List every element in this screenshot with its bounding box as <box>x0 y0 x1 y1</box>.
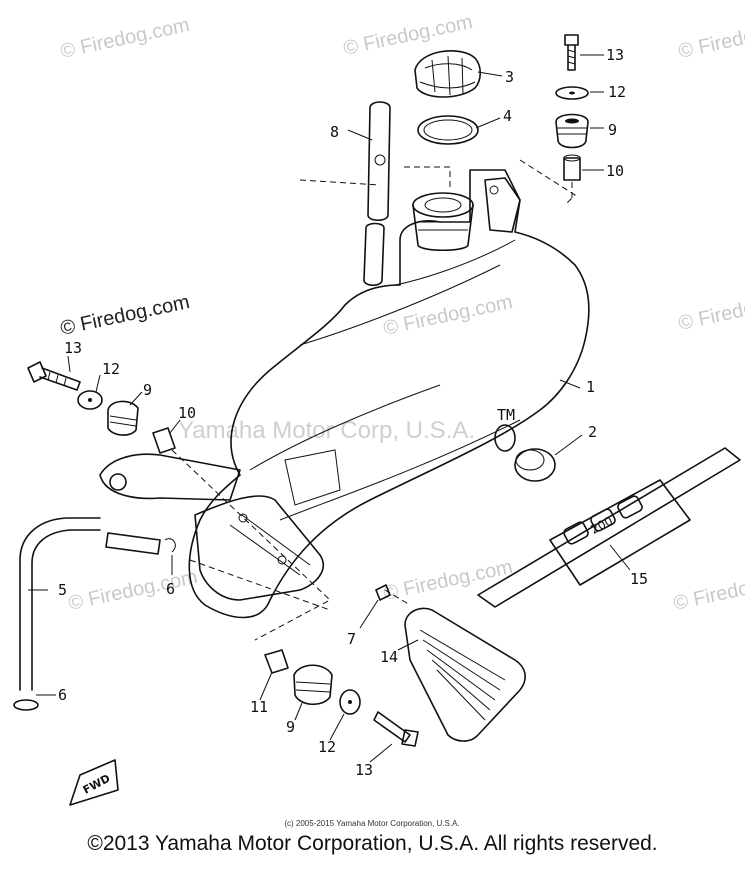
callout-12-front: 12 <box>102 360 120 378</box>
watermark-tile: © Firedog.com <box>676 286 745 335</box>
callout-9-front: 9 <box>143 381 152 399</box>
watermark-tile: © Firedog.com <box>676 14 745 63</box>
leader-lines <box>28 54 631 763</box>
watermark-tile: © Firedog.com <box>381 291 514 340</box>
callout-9-lower: 9 <box>286 718 295 736</box>
callout-13-lower: 13 <box>355 761 373 779</box>
callout-labels: 1 2 3 4 5 6 6 7 8 9 9 9 10 10 11 12 12 1… <box>58 46 648 779</box>
callout-10-front: 10 <box>178 404 196 422</box>
rear-mount-hardware <box>555 34 589 200</box>
breather-hose <box>363 101 391 287</box>
watermark-tile: © Firedog.com <box>58 14 191 63</box>
callout-12-top: 12 <box>608 83 626 101</box>
callout-10-top: 10 <box>606 162 624 180</box>
tank-nut <box>375 584 391 601</box>
knee-pad <box>404 607 526 742</box>
callout-6-lower: 6 <box>58 686 67 704</box>
grommet <box>514 448 556 482</box>
trademark-mark: TM <box>497 406 515 424</box>
watermark-tile: © Firedog.com <box>66 566 199 615</box>
callout-2: 2 <box>588 423 597 441</box>
lower-mount-hardware <box>264 649 419 747</box>
small-copyright: (c) 2005-2015 Yamaha Motor Corporation, … <box>284 819 459 828</box>
callout-8: 8 <box>330 123 339 141</box>
callout-4: 4 <box>503 107 512 125</box>
callout-15: 15 <box>630 570 648 588</box>
callout-13-top: 13 <box>606 46 624 64</box>
callout-11: 11 <box>250 698 268 716</box>
callout-3: 3 <box>505 68 514 86</box>
callout-13-front: 13 <box>64 339 82 357</box>
watermark-tile: © Firedog.com <box>341 11 474 60</box>
callout-6-upper: 6 <box>166 580 175 598</box>
callout-12-lower: 12 <box>318 738 336 756</box>
fuel-hose <box>13 517 176 711</box>
cap-gasket <box>417 115 479 145</box>
fuel-cap <box>414 50 482 98</box>
callout-7: 7 <box>347 630 356 648</box>
callout-14: 14 <box>380 648 398 666</box>
fuel-tank <box>99 169 590 619</box>
watermark-dark: © Firedog.com <box>58 291 191 340</box>
watermark-layer: © Firedog.com © Firedog.com © Firedog.co… <box>58 11 745 615</box>
callout-9-top: 9 <box>608 121 617 139</box>
watermark-tile: © Firedog.com <box>381 556 514 605</box>
forward-arrow: FWD <box>69 759 119 806</box>
callout-1: 1 <box>586 378 595 396</box>
watermark-tile: © Firedog.com <box>671 566 745 615</box>
footer-copyright: ©2013 Yamaha Motor Corporation, U.S.A. A… <box>87 832 658 855</box>
front-mount-hardware <box>27 361 176 454</box>
callout-5: 5 <box>58 581 67 599</box>
